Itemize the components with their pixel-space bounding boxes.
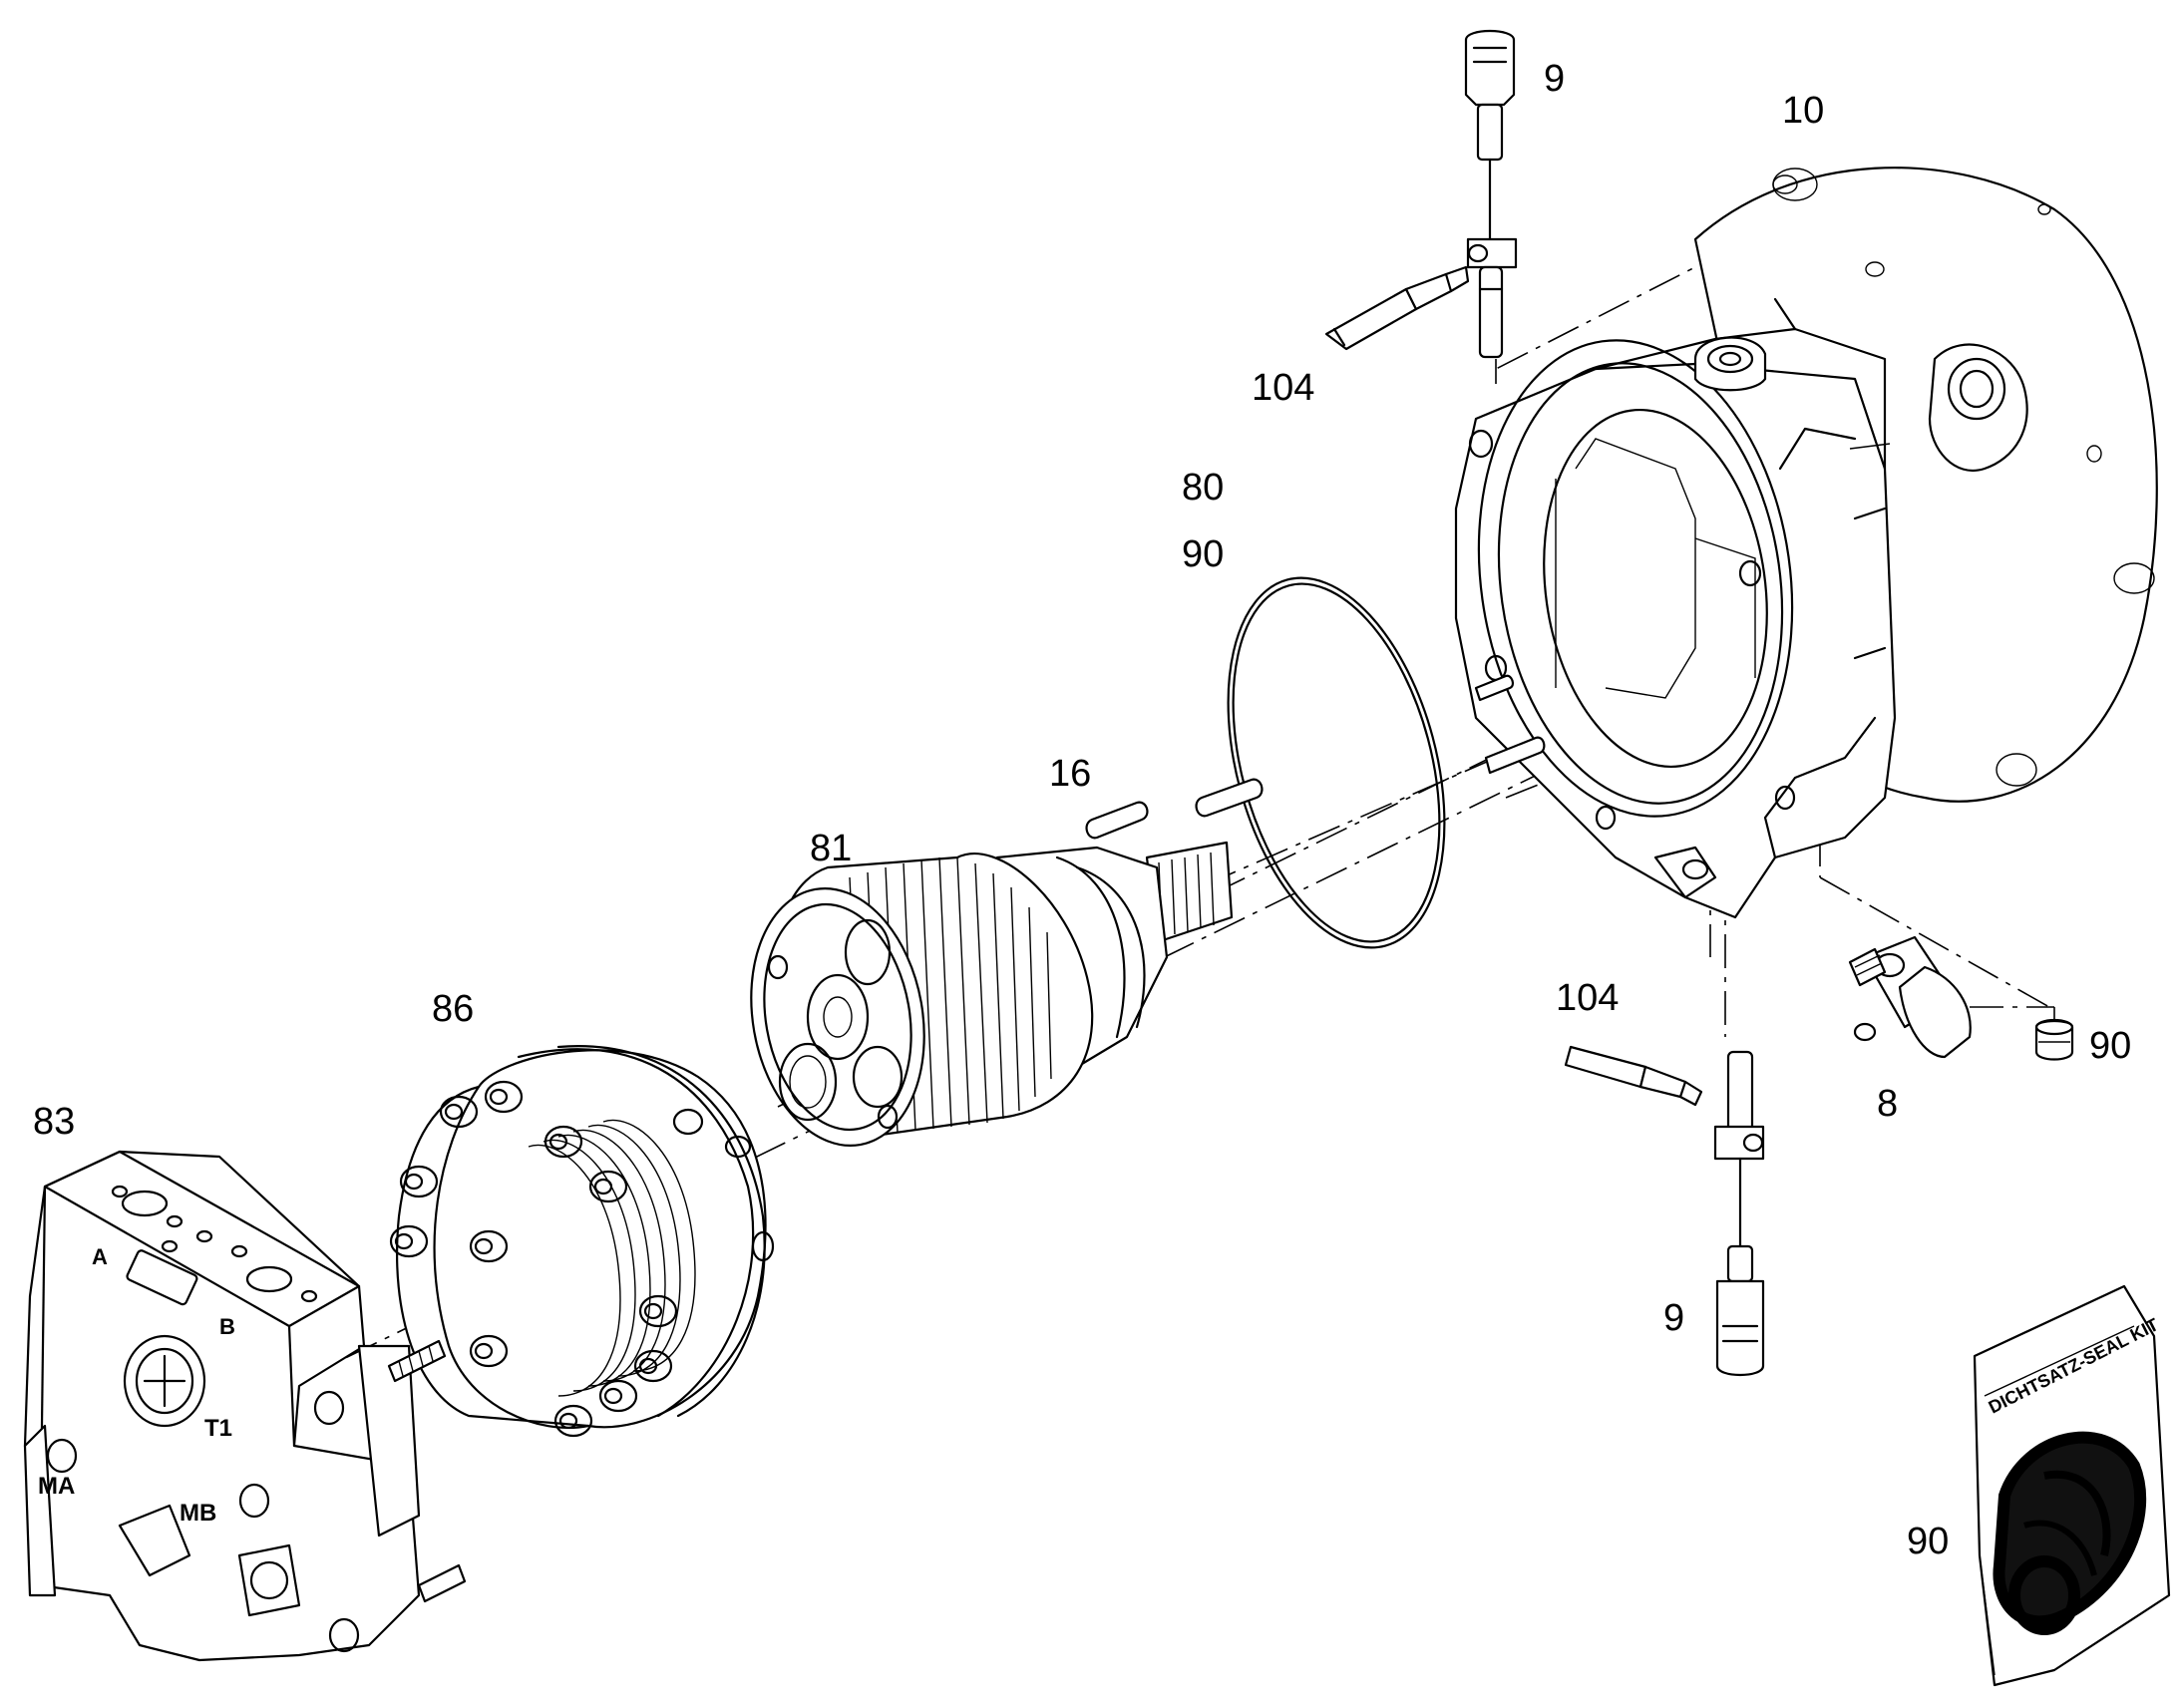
port-b-label: B: [219, 1314, 235, 1339]
pressure-valve: [1848, 935, 1972, 1059]
callout-90-plug: 90: [2089, 1025, 2132, 1067]
sealant-tube-top: [1324, 265, 1470, 351]
port-ma-label: MA: [38, 1473, 75, 1500]
callout-81: 81: [810, 828, 853, 869]
callout-8: 8: [1877, 1083, 1899, 1125]
speed-sensor-bottom: [1713, 1050, 1765, 1376]
callout-104-top: 104: [1252, 367, 1315, 409]
port-mb-label: MB: [180, 1500, 216, 1527]
callout-9-bottom: 9: [1663, 1297, 1685, 1339]
speed-sensor-top: [1464, 30, 1518, 359]
sealant-tube-bottom: [1564, 1045, 1703, 1107]
brake-disc-pack: [389, 1045, 775, 1438]
callout-16: 16: [1049, 753, 1092, 795]
dowel-pin: [1085, 778, 1264, 840]
valve-block: A B T1 MA MB: [23, 1150, 467, 1662]
port-t1-label: T1: [204, 1415, 232, 1442]
callout-10: 10: [1782, 90, 1825, 132]
plug: [2034, 1018, 2074, 1061]
callout-83: 83: [33, 1101, 76, 1143]
seal-kit-logo: [1993, 1431, 2147, 1635]
callout-90-ring: 90: [1182, 533, 1225, 575]
o-ring: [1227, 576, 1446, 949]
brake-springs: [389, 1080, 775, 1438]
callout-80: 80: [1182, 467, 1225, 509]
callout-86: 86: [432, 988, 475, 1030]
port-a-label: A: [92, 1244, 108, 1269]
callout-104-bottom: 104: [1556, 977, 1620, 1019]
callout-9-top: 9: [1544, 58, 1566, 100]
callout-90-kit: 90: [1907, 1521, 1950, 1562]
planetary-carrier: [750, 841, 1234, 1147]
seal-kit-bag: DICHTSATZ-SEAL KIT: [1973, 1284, 2171, 1687]
motor-housing: [1454, 167, 2158, 919]
